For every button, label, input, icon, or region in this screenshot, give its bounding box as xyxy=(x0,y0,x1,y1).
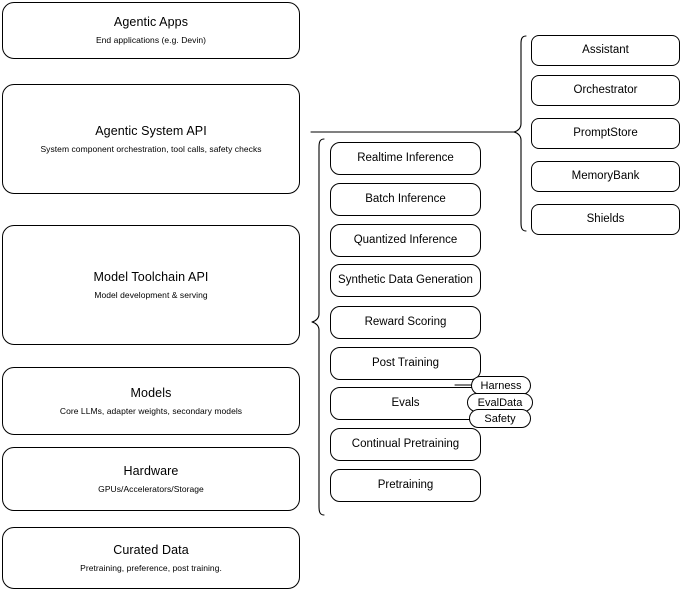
layer-subtitle: Pretraining, preference, post training. xyxy=(80,562,222,573)
system-component-label: PromptStore xyxy=(573,127,638,140)
capability-quantized-inference[interactable]: Quantized Inference xyxy=(330,224,481,257)
system-component-label: Shields xyxy=(586,213,625,226)
layer-title: Agentic Apps xyxy=(113,15,189,30)
capability-pretraining[interactable]: Pretraining xyxy=(330,469,481,502)
system-component-assistant[interactable]: Assistant xyxy=(531,35,680,66)
system-component-label: Orchestrator xyxy=(573,84,638,97)
capability-synthetic-data-generation[interactable]: Synthetic Data Generation xyxy=(330,264,481,297)
capability-label: Realtime Inference xyxy=(357,152,454,165)
system-component-memorybank[interactable]: MemoryBank xyxy=(531,161,680,192)
eval-subcomponent-safety[interactable]: Safety xyxy=(469,409,531,428)
layer-agentic-apps[interactable]: Agentic Apps End applications (e.g. Devi… xyxy=(2,2,300,59)
layer-subtitle: System component orchestration, tool cal… xyxy=(40,143,262,154)
eval-subcomponent-label: Safety xyxy=(484,412,516,425)
system-component-promptstore[interactable]: PromptStore xyxy=(531,118,680,149)
system-components-bracket xyxy=(513,35,527,232)
layer-title: Agentic System API xyxy=(95,123,207,138)
capability-post-training[interactable]: Post Training xyxy=(330,347,481,380)
capability-label: Batch Inference xyxy=(365,193,446,206)
capability-label: Continual Pretraining xyxy=(351,438,460,451)
system-component-label: Assistant xyxy=(582,44,629,57)
layer-title: Models xyxy=(130,385,172,400)
capability-realtime-inference[interactable]: Realtime Inference xyxy=(330,142,481,175)
layer-agentic-system-api[interactable]: Agentic System API System component orch… xyxy=(2,84,300,194)
layer-title: Curated Data xyxy=(113,542,189,557)
capability-label: Quantized Inference xyxy=(353,234,458,247)
capability-label: Synthetic Data Generation xyxy=(338,274,473,287)
eval-subcomponent-label: Harness xyxy=(480,379,522,392)
eval-subcomponent-evaldata[interactable]: EvalData xyxy=(467,393,533,412)
capability-label: Pretraining xyxy=(377,479,434,492)
capability-reward-scoring[interactable]: Reward Scoring xyxy=(330,306,481,339)
system-component-shields[interactable]: Shields xyxy=(531,204,680,235)
system-component-label: MemoryBank xyxy=(571,170,640,183)
capability-continual-pretraining[interactable]: Continual Pretraining xyxy=(330,428,481,461)
eval-subcomponent-label: EvalData xyxy=(477,396,523,409)
capability-label: Post Training xyxy=(371,357,440,370)
layer-subtitle: Model development & serving xyxy=(94,289,208,300)
capability-evals[interactable]: Evals xyxy=(330,387,481,420)
capability-label: Reward Scoring xyxy=(364,316,447,329)
layer-models[interactable]: Models Core LLMs, adapter weights, secon… xyxy=(2,367,300,435)
layer-subtitle: GPUs/Accelerators/Storage xyxy=(98,483,204,494)
toolchain-capabilities-bracket xyxy=(311,138,325,516)
layer-curated-data[interactable]: Curated Data Pretraining, preference, po… xyxy=(2,527,300,589)
layer-model-toolchain-api[interactable]: Model Toolchain API Model development & … xyxy=(2,225,300,345)
layer-title: Model Toolchain API xyxy=(93,269,209,284)
layer-hardware[interactable]: Hardware GPUs/Accelerators/Storage xyxy=(2,447,300,511)
capability-batch-inference[interactable]: Batch Inference xyxy=(330,183,481,216)
capability-label: Evals xyxy=(391,397,420,410)
layer-title: Hardware xyxy=(123,463,179,478)
layer-subtitle: Core LLMs, adapter weights, secondary mo… xyxy=(59,405,243,416)
layer-subtitle: End applications (e.g. Devin) xyxy=(95,35,207,45)
system-component-orchestrator[interactable]: Orchestrator xyxy=(531,75,680,106)
